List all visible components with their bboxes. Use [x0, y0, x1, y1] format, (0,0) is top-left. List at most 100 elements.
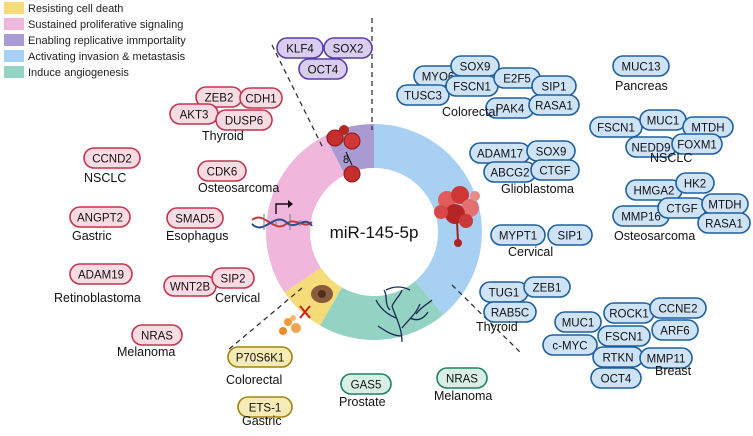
- gene-badge-shape: [323, 37, 373, 59]
- gene-badge-shape: [547, 224, 593, 246]
- gene-badge-shape: [131, 324, 183, 346]
- gene-badge-shape: [436, 367, 488, 389]
- gene-badge-label: ADAM19: [78, 270, 124, 282]
- gene-badge-shape: [697, 212, 751, 234]
- cancer-label-cervical-right: Cervical: [508, 245, 553, 259]
- gene-badge-label: CCND2: [92, 154, 132, 166]
- gene-badge-rtkn: RTKN: [592, 346, 644, 368]
- gene-badge-shape: [483, 301, 537, 323]
- gene-badge-label: MTDH: [691, 123, 724, 135]
- gene-badge-label: E2F5: [503, 74, 531, 86]
- gene-badge-cmyc: c-MYC: [542, 334, 598, 356]
- gene-badge-hmga2: HMGA2: [625, 179, 683, 201]
- cancer-label-thyroid-left: Thyroid: [202, 129, 244, 143]
- cancer-label-thyroid-right: Thyroid: [476, 320, 518, 334]
- gene-badge-zeb1: ZEB1: [523, 276, 571, 298]
- gene-badge-shape: [197, 160, 247, 182]
- gene-badge-label: TUG1: [489, 288, 520, 300]
- gene-badge-label: PAK4: [496, 104, 525, 116]
- gene-badge-wnt2b: WNT2B: [163, 275, 217, 297]
- gene-badge-e2f5: E2F5: [493, 67, 541, 89]
- gene-badge-shape: [554, 311, 602, 333]
- cancer-label-breast: Breast: [655, 364, 692, 378]
- gene-badge-label: MYO6: [422, 72, 455, 84]
- gene-badge-shape: [590, 367, 642, 389]
- tumor-cluster-icon: [434, 186, 480, 247]
- gene-badge-label: KLF4: [286, 44, 314, 56]
- gene-badge-label: WNT2B: [170, 282, 211, 294]
- dna-arrow-icon: [251, 200, 313, 230]
- gene-badge-label: NRAS: [141, 331, 173, 343]
- gene-badge-rasa1-osteo: RASA1: [697, 212, 751, 234]
- gene-badge-label: SOX9: [460, 62, 491, 74]
- gene-badge-label: SIP1: [542, 82, 567, 94]
- gene-badge-shape: [298, 58, 348, 80]
- separator-bottomleft: [227, 287, 303, 351]
- gene-badge-shape: [639, 347, 693, 369]
- gene-badge-label: OCT4: [308, 65, 339, 77]
- cancer-label-melanoma-left: Melanoma: [117, 345, 175, 359]
- gene-badge-label: FOXM1: [677, 140, 717, 152]
- gene-badge-arf6: ARF6: [651, 319, 699, 341]
- gene-badge-label: ETS-1: [249, 403, 282, 415]
- legend-label-angiogenesis: Induce angiogenesis: [28, 67, 129, 79]
- gene-badge-label: ADAM17: [477, 149, 523, 161]
- gene-badge-nras-left: NRAS: [131, 324, 183, 346]
- ring-center: [310, 168, 438, 296]
- gene-badge-shape: [671, 133, 723, 155]
- cancer-label-esophagus: Esophagus: [166, 229, 229, 243]
- gene-badge-label: ARF6: [660, 326, 689, 338]
- gene-badge-label: SIP1: [558, 231, 583, 243]
- gene-badge-shape: [69, 263, 133, 285]
- gene-badge-label: OCT4: [601, 374, 632, 386]
- gene-badge-shape: [227, 346, 293, 368]
- gene-badge-abcg2: ABCG2: [483, 161, 537, 183]
- gene-badge-hk2: HK2: [675, 172, 715, 194]
- cancer-label-colorectal-bottom: Colorectal: [226, 373, 282, 387]
- gene-badge-label: P70S6K1: [236, 353, 285, 365]
- gene-badge-shape: [530, 159, 580, 181]
- gene-badge-muc1-nsclc: MUC1: [639, 109, 687, 131]
- gene-badge-label: RASA1: [705, 219, 743, 231]
- ring-segment-angiogenesis: [320, 281, 444, 340]
- gene-badge-label: MTDH: [708, 200, 741, 212]
- gene-badge-sip1-cerv: SIP1: [547, 224, 593, 246]
- gene-badge-foxm1: FOXM1: [671, 133, 723, 155]
- gene-badge-klf4: KLF4: [276, 37, 324, 59]
- gene-badge-shape: [237, 396, 293, 418]
- gene-badge-akt3: AKT3: [169, 103, 219, 125]
- gene-badge-shape: [69, 206, 131, 228]
- gene-badge-shape: [675, 172, 715, 194]
- cancer-label-pancreas: Pancreas: [615, 79, 668, 93]
- legend-label-resisting: Resisting cell death: [28, 3, 123, 15]
- gene-badge-label: DUSP6: [225, 116, 263, 128]
- legend-swatch-invasion: [4, 50, 24, 62]
- gene-badge-ccne2: CCNE2: [649, 297, 707, 319]
- legend: Resisting cell death Sustained prolifera…: [4, 2, 186, 79]
- gene-badge-zeb2: ZEB2: [195, 86, 243, 108]
- separator-topleft: [271, 44, 325, 151]
- gene-badge-shape: [239, 87, 283, 109]
- gene-badge-shape: [649, 297, 707, 319]
- gene-badge-shape: [490, 224, 546, 246]
- gene-badge-label: NEDD9: [632, 143, 671, 155]
- gene-badge-sox2: SOX2: [323, 37, 373, 59]
- gene-badge-tusc3: TUSC3: [396, 84, 450, 106]
- blood-vessel-icon: [375, 286, 433, 343]
- gene-badge-shape: [612, 55, 670, 77]
- gene-badge-shape: [340, 373, 392, 395]
- cancer-label-retinoblastoma: Retinoblastoma: [54, 291, 141, 305]
- gene-badge-sox9-glio: SOX9: [526, 140, 576, 162]
- gene-badge-oct4-top: OCT4: [298, 58, 348, 80]
- gene-badge-label: FSCN1: [453, 82, 491, 94]
- gene-badge-rab5c: RAB5C: [483, 301, 537, 323]
- gene-badge-muc13: MUC13: [612, 55, 670, 77]
- gene-badge-pak4: PAK4: [485, 97, 535, 119]
- dying-cell-icon: [279, 285, 333, 335]
- legend-swatch-resisting: [4, 2, 24, 14]
- gene-badge-sox9-top: SOX9: [450, 55, 500, 77]
- gene-badge-nedd9: NEDD9: [625, 136, 677, 158]
- gene-badge-label: FSCN1: [605, 332, 643, 344]
- gene-badge-label: CCNE2: [659, 304, 698, 316]
